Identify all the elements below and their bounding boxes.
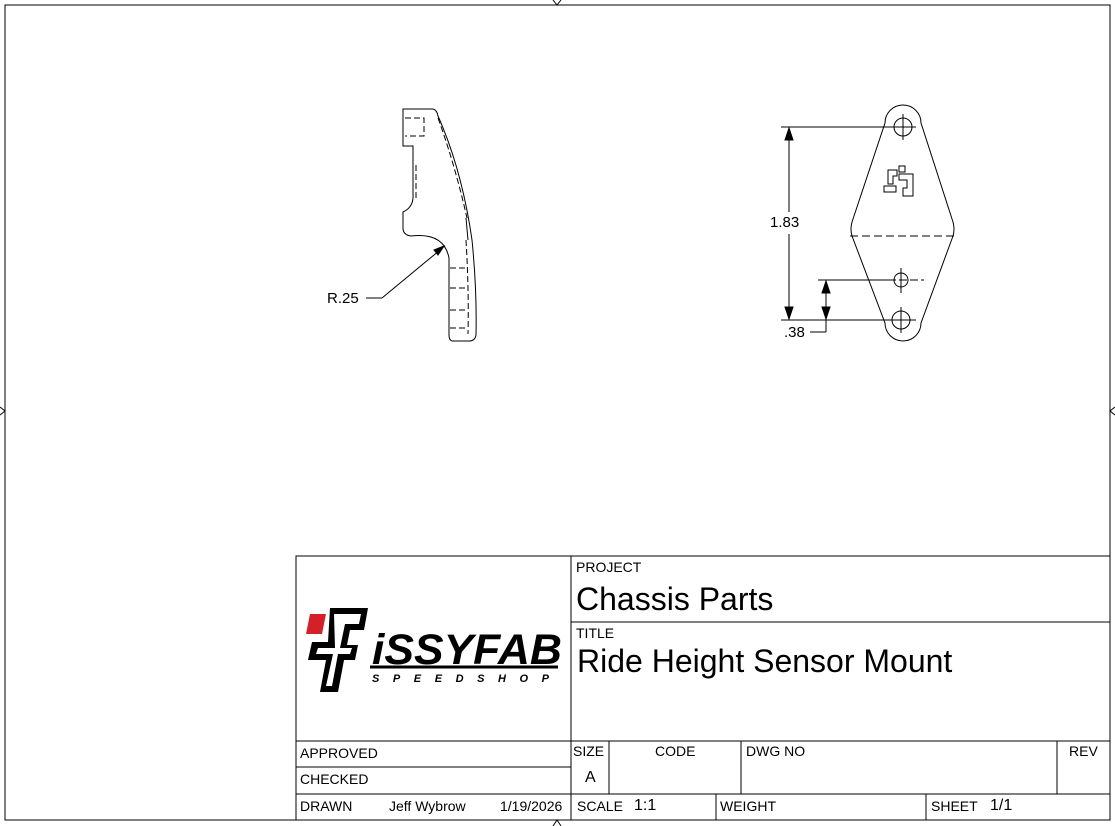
sheet-label: SHEET xyxy=(931,798,978,814)
approved-label: APPROVED xyxy=(300,745,378,761)
side-view-outline xyxy=(402,108,477,342)
project-label: PROJECT xyxy=(576,559,642,575)
title-label: TITLE xyxy=(576,625,615,641)
height-dimension-label: 1.83 xyxy=(770,214,800,231)
rev-label: REV xyxy=(1069,743,1098,759)
side-view xyxy=(366,108,477,342)
front-view-outline xyxy=(850,104,955,342)
weight-label: WEIGHT xyxy=(720,798,776,814)
side-view-hidden-lines xyxy=(405,117,469,335)
sheet-value: 1/1 xyxy=(990,797,1013,814)
title-value: Ride Height Sensor Mount xyxy=(577,643,953,679)
drawn-label: DRAWN xyxy=(300,798,353,814)
logo-tagline: SPEEDSHOP xyxy=(372,673,556,685)
sheet-border xyxy=(4,4,1111,821)
radius-dimension-label: R.25 xyxy=(327,290,359,307)
checked-label: CHECKED xyxy=(300,771,369,787)
part-logo-engraving xyxy=(883,165,914,197)
drawn-date-value: 1/19/2026 xyxy=(500,798,563,814)
scale-label: SCALE xyxy=(577,798,623,814)
code-label: CODE xyxy=(655,743,696,759)
scale-value: 1:1 xyxy=(634,797,657,814)
size-value: A xyxy=(585,769,596,786)
drawn-by-value: Jeff Wybrow xyxy=(389,798,466,814)
title-block-grid xyxy=(295,555,1111,821)
front-view xyxy=(781,104,955,342)
project-value: Chassis Parts xyxy=(576,581,774,617)
company-logo: iSSYFAB SPEEDSHOP xyxy=(306,608,562,692)
radius-leader xyxy=(381,249,441,299)
radius-arrowhead xyxy=(433,244,446,256)
hole-spacing-dimension-label: .38 xyxy=(784,324,805,341)
logo-f-mark xyxy=(306,608,368,692)
size-label: SIZE xyxy=(573,743,605,759)
dwg-no-label: DWG NO xyxy=(746,743,806,759)
